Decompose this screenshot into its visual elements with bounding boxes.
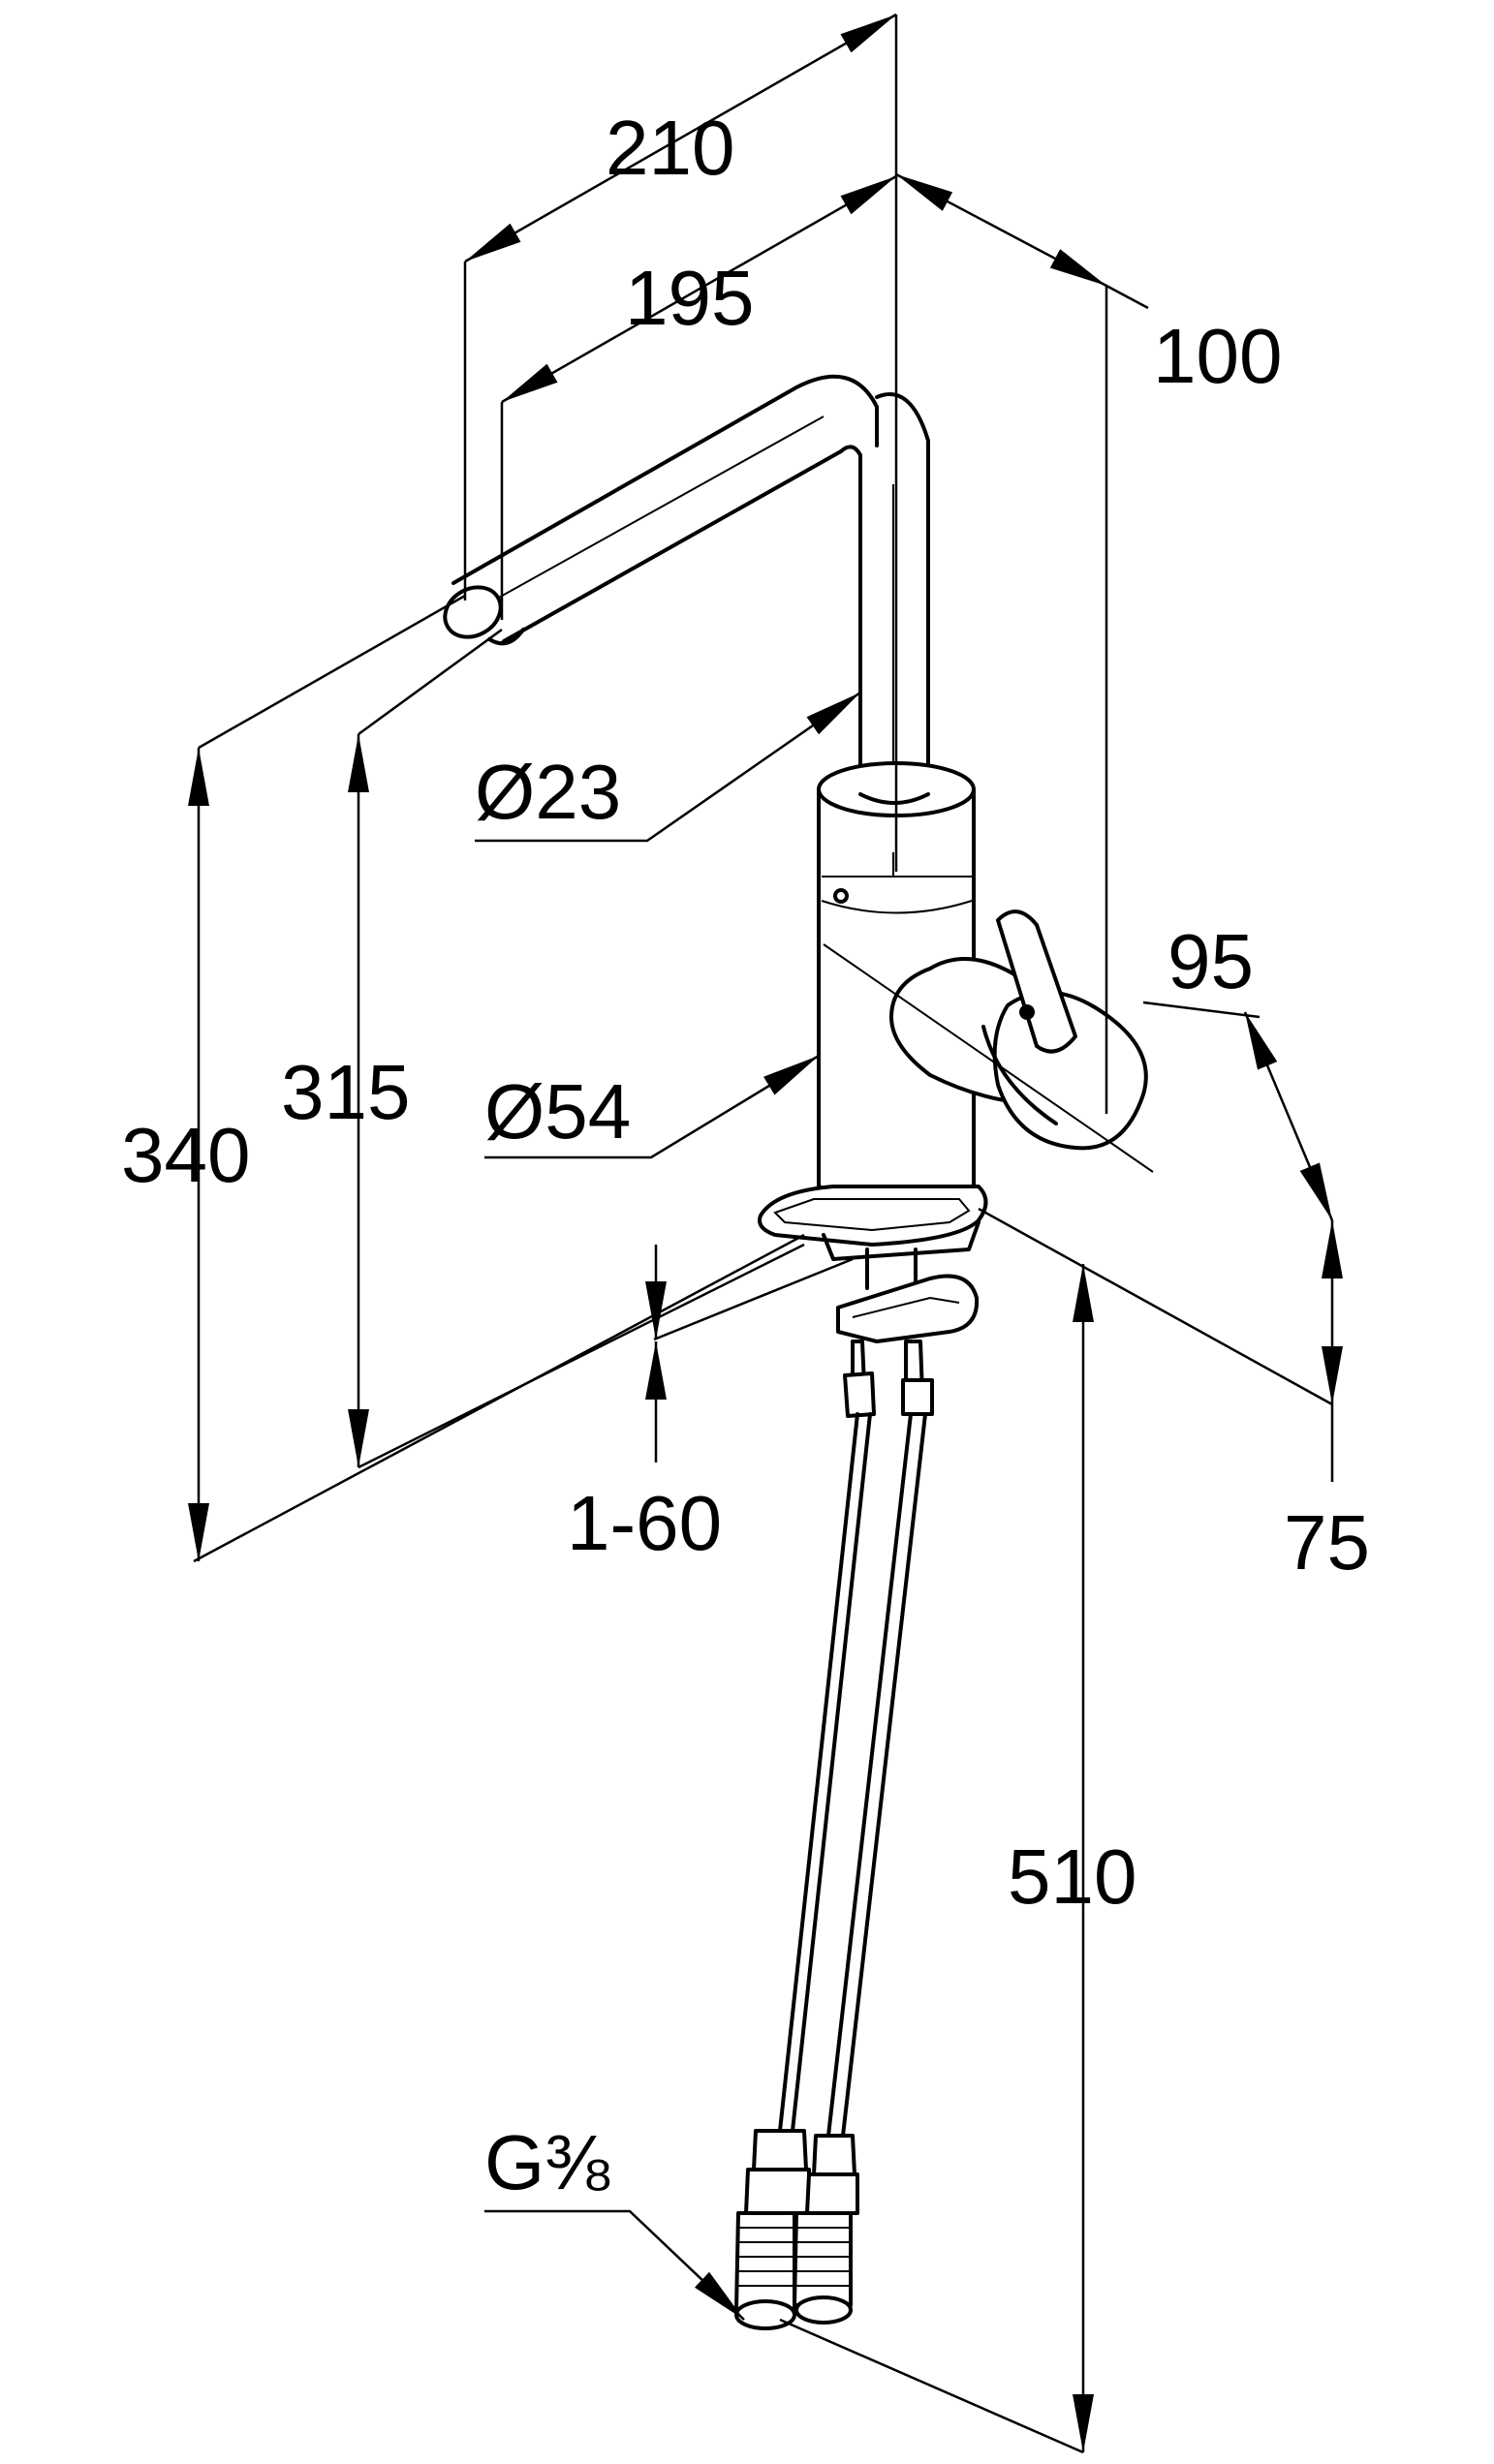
label-195: 195 <box>625 255 754 341</box>
label-315: 315 <box>281 1049 410 1135</box>
flexible-hoses <box>778 1412 927 2138</box>
label-thread: G⅜ <box>484 2119 609 2205</box>
faucet-body <box>443 374 1154 2330</box>
base-plate <box>758 1185 988 1261</box>
spout-riser <box>858 392 930 816</box>
dim-95-line <box>1243 1011 1334 1221</box>
label-1-60: 1-60 <box>567 1480 722 1566</box>
dim-315-extension-top <box>358 628 503 736</box>
label-75: 75 <box>1284 1499 1370 1586</box>
label-510: 510 <box>1008 1833 1136 1920</box>
dimension-labels: 210 195 100 Ø23 95 Ø54 340 315 1-60 75 5… <box>121 105 1370 2205</box>
dimension-lines <box>188 13 1343 2454</box>
mounting-shank <box>836 1247 980 1343</box>
label-d54: Ø54 <box>484 1068 631 1155</box>
dim-315-extension-bottom <box>358 1243 805 1469</box>
dim-d54-leader <box>484 1054 820 1159</box>
label-95: 95 <box>1167 918 1254 1004</box>
dim-d23-leader <box>475 691 861 843</box>
dim-95-extension <box>1142 1001 1261 1019</box>
dim-340-extension-top <box>198 594 466 750</box>
dim-510-extension-bottom <box>779 2318 1084 2454</box>
label-d23: Ø23 <box>475 749 621 835</box>
dim-thread-leader <box>484 2209 745 2321</box>
hose-connectors-top <box>843 1340 934 1418</box>
label-100: 100 <box>1153 313 1282 399</box>
dim-195-line <box>501 174 897 404</box>
dim-100-line <box>895 172 1107 288</box>
label-340: 340 <box>121 1112 250 1198</box>
lever-handle <box>823 909 1154 1173</box>
label-210: 210 <box>606 105 734 191</box>
dim-75-extension <box>978 1207 1333 1406</box>
hose-end-fittings <box>734 2129 859 2330</box>
dim-1-60-extension <box>653 1257 854 1341</box>
